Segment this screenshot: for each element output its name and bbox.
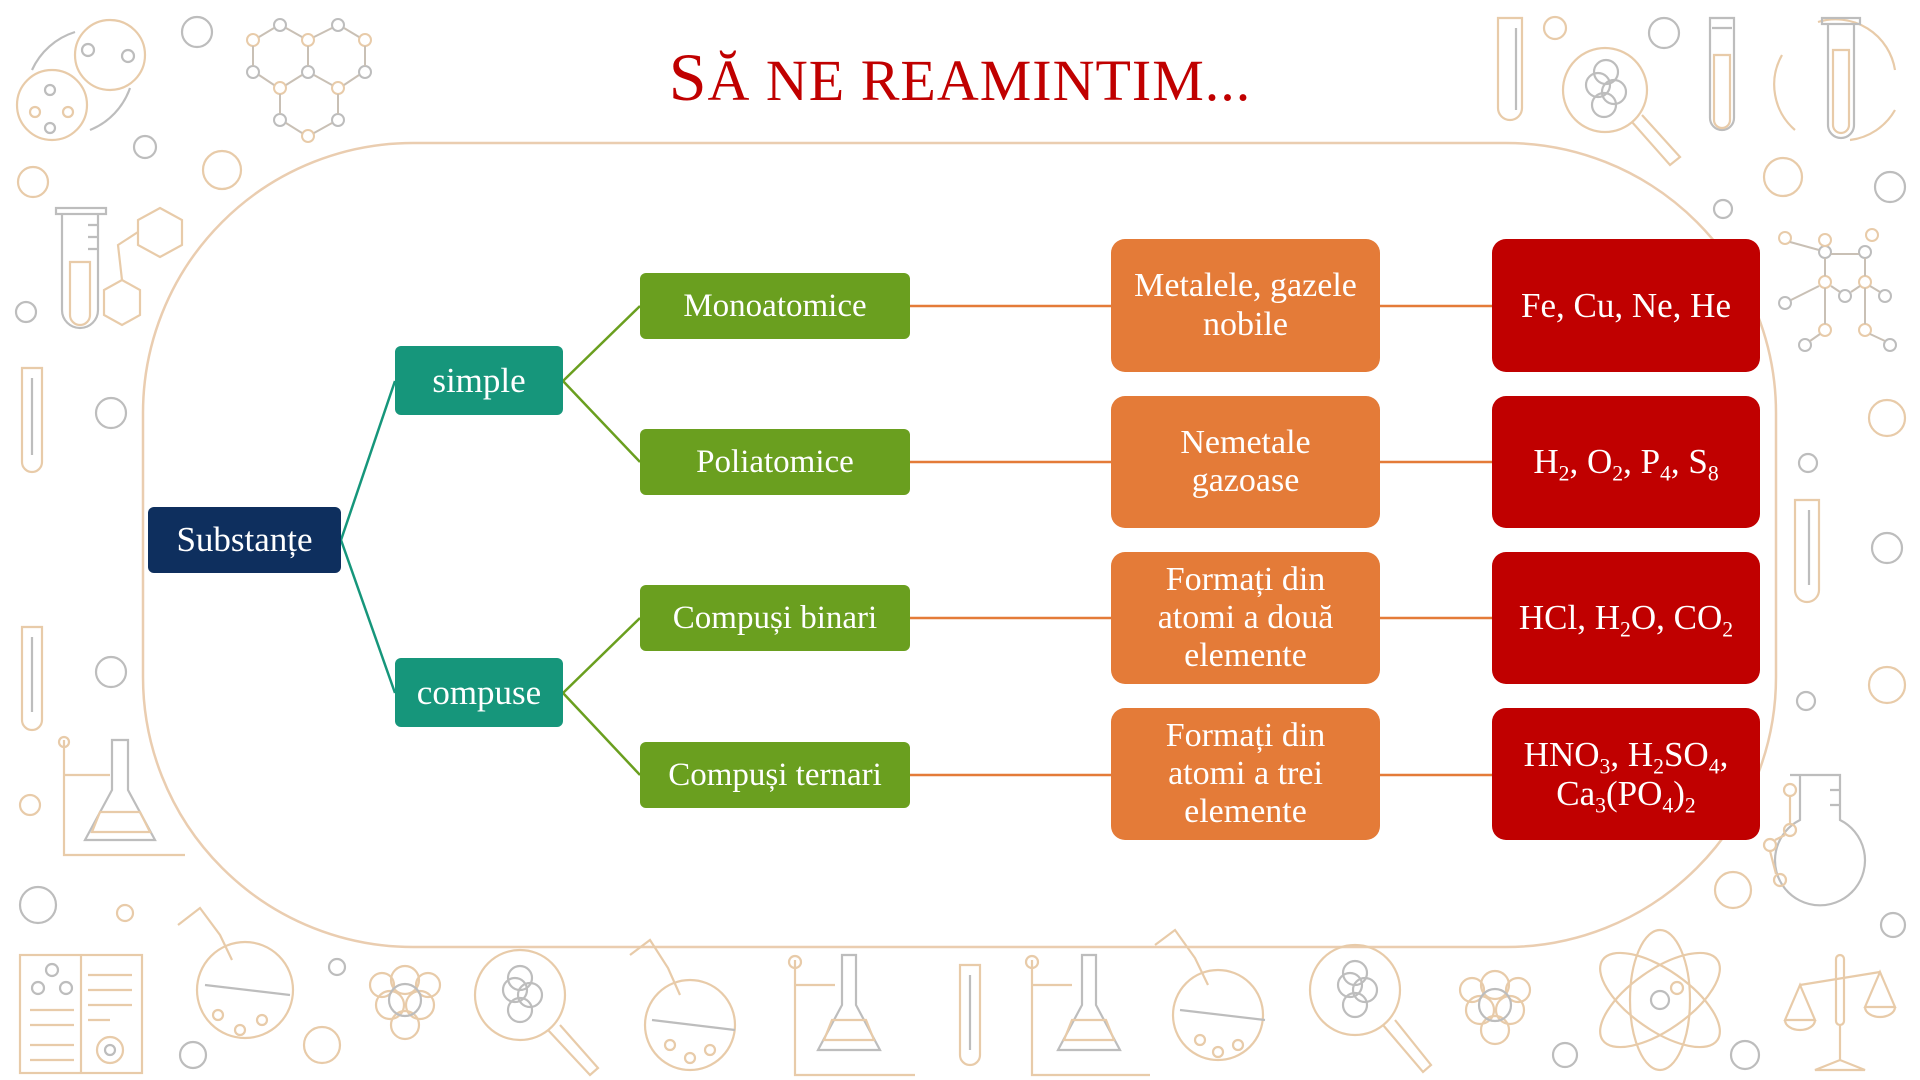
node-label: compuse bbox=[416, 672, 542, 712]
node-label: Formați din atomi a trei elemente bbox=[1165, 716, 1326, 831]
magnifier-icon bbox=[1561, 46, 1682, 167]
molecule-icon bbox=[1778, 228, 1897, 352]
benzene-icon bbox=[102, 206, 184, 327]
petri-dish-icon bbox=[15, 18, 147, 142]
node-examples-binari: HCl, H2O, CO2 bbox=[1492, 552, 1760, 684]
node-label: Compuși ternari bbox=[668, 756, 882, 793]
test-tube-icon bbox=[20, 366, 44, 474]
node-label: Substanțe bbox=[176, 520, 313, 560]
scale-icon bbox=[1783, 953, 1897, 1072]
title-first-letter: S bbox=[668, 39, 708, 115]
node-desc-binari: Formați din atomi a două elemente bbox=[1111, 552, 1380, 684]
node-desc-ternari: Formați din atomi a trei elemente bbox=[1111, 708, 1380, 840]
node-label: Formați din atomi a două elemente bbox=[1157, 560, 1334, 675]
node-examples-monoatomice: Fe, Cu, Ne, He bbox=[1492, 239, 1760, 372]
node-examples-ternari: HNO3, H2SO4,Ca3(PO4)2 bbox=[1492, 708, 1760, 840]
node-label: Metalele, gazele nobile bbox=[1134, 267, 1357, 343]
test-tube-icon bbox=[1496, 16, 1524, 122]
slide-title: SĂ NE REAMINTIM... bbox=[0, 38, 1920, 117]
node-label: Compuși binari bbox=[672, 599, 878, 636]
test-tube-icon bbox=[1708, 16, 1736, 132]
flask-icon bbox=[629, 938, 737, 1072]
node-poliatomice: Poliatomice bbox=[640, 429, 910, 495]
content-frame bbox=[141, 141, 1778, 949]
test-tube-icon bbox=[1793, 498, 1821, 604]
node-desc-monoatomice: Metalele, gazele nobile bbox=[1111, 239, 1380, 372]
test-tube-icon bbox=[958, 963, 982, 1067]
magnifier-icon bbox=[1308, 943, 1433, 1074]
node-label: Poliatomice bbox=[696, 443, 854, 480]
test-tube-icon bbox=[54, 206, 108, 330]
cycle-icon bbox=[1773, 16, 1897, 142]
node-monoatomice: Monoatomice bbox=[640, 273, 910, 339]
test-tube-icon bbox=[20, 625, 44, 732]
book-icon bbox=[18, 953, 144, 1075]
node-examples-poliatomice: H2, O2, P4, S8 bbox=[1492, 396, 1760, 528]
node-compusi-ternari: Compuși ternari bbox=[640, 742, 910, 808]
node-substante: Substanțe bbox=[148, 507, 341, 573]
erlenmeyer-icon bbox=[57, 735, 185, 857]
node-label: Nemetale gazoase bbox=[1180, 423, 1311, 499]
node-desc-poliatomice: Nemetale gazoase bbox=[1111, 396, 1380, 528]
erlenmeyer-icon bbox=[1762, 773, 1867, 907]
molecule-icon bbox=[246, 18, 372, 143]
examples-formula: Fe, Cu, Ne, He bbox=[1521, 285, 1731, 325]
node-label: Monoatomice bbox=[683, 287, 867, 324]
examples-formula: HCl, H2O, CO2 bbox=[1518, 598, 1734, 642]
cell-cluster-icon bbox=[368, 964, 442, 1041]
erlenmeyer-icon bbox=[1024, 953, 1150, 1077]
node-simple: simple bbox=[395, 346, 563, 415]
node-compusi-binari: Compuși binari bbox=[640, 585, 910, 651]
examples-formula: HNO3, H2SO4,Ca3(PO4)2 bbox=[1523, 734, 1729, 818]
atom-icon bbox=[1599, 928, 1721, 1072]
flask-icon bbox=[177, 906, 295, 1040]
magnifier-icon bbox=[473, 948, 600, 1077]
cell-cluster-icon bbox=[1458, 969, 1532, 1046]
erlenmeyer-icon bbox=[787, 953, 915, 1077]
node-label: simple bbox=[432, 360, 526, 400]
title-rest: Ă NE REAMINTIM... bbox=[707, 48, 1252, 113]
flask-icon bbox=[1154, 928, 1266, 1062]
examples-formula: H2, O2, P4, S8 bbox=[1533, 442, 1719, 486]
node-compuse: compuse bbox=[395, 658, 563, 727]
